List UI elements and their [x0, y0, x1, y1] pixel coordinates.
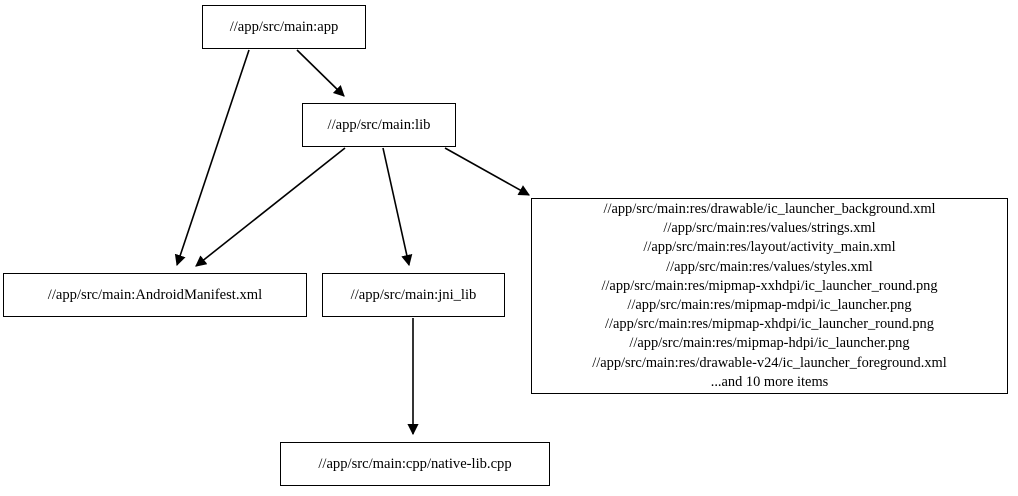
graph-node-res-group-lines: //app/src/main:res/drawable/ic_launcher_…: [592, 200, 946, 392]
graph-node-res-line: //app/src/main:res/mipmap-hdpi/ic_launch…: [629, 335, 910, 352]
graph-node-res-line: //app/src/main:res/mipmap-xhdpi/ic_launc…: [605, 316, 934, 333]
graph-node-android-manifest[interactable]: //app/src/main:AndroidManifest.xml: [3, 273, 307, 317]
graph-node-lib[interactable]: //app/src/main:lib: [302, 103, 456, 147]
graph-node-res-line: //app/src/main:res/values/strings.xml: [663, 220, 876, 237]
graph-node-res-line: //app/src/main:res/values/styles.xml: [666, 258, 873, 275]
edge-app-to-lib: [296, 49, 345, 97]
graph-node-res-group[interactable]: //app/src/main:res/drawable/ic_launcher_…: [531, 198, 1008, 394]
graph-node-app[interactable]: //app/src/main:app: [202, 5, 366, 49]
graph-node-lib-label: //app/src/main:lib: [327, 116, 431, 133]
graph-node-jni-lib-label: //app/src/main:jni_lib: [350, 286, 477, 303]
graph-node-res-line: //app/src/main:res/mipmap-xxhdpi/ic_laun…: [601, 277, 938, 294]
graph-node-res-more-items: ...and 10 more items: [710, 373, 829, 390]
edge-app-to-manifest: [174, 49, 250, 267]
edge-lib-to-jni-lib: [382, 147, 413, 267]
graph-node-android-manifest-label: //app/src/main:AndroidManifest.xml: [47, 286, 263, 303]
graph-node-jni-lib[interactable]: //app/src/main:jni_lib: [322, 273, 505, 317]
graph-node-app-label: //app/src/main:app: [229, 18, 339, 35]
graph-node-native-lib-cpp-label: //app/src/main:cpp/native-lib.cpp: [318, 455, 512, 472]
graph-node-res-line: //app/src/main:res/layout/activity_main.…: [643, 239, 896, 256]
graph-node-native-lib-cpp[interactable]: //app/src/main:cpp/native-lib.cpp: [280, 442, 550, 486]
graph-node-res-line: //app/src/main:res/mipmap-mdpi/ic_launch…: [627, 297, 912, 313]
edge-lib-to-res: [444, 147, 530, 196]
edge-lib-to-manifest: [195, 147, 346, 267]
graph-node-res-line: //app/src/main:res/drawable-v24/ic_launc…: [592, 354, 947, 371]
graph-node-res-line: //app/src/main:res/drawable/ic_launcher_…: [603, 200, 936, 217]
